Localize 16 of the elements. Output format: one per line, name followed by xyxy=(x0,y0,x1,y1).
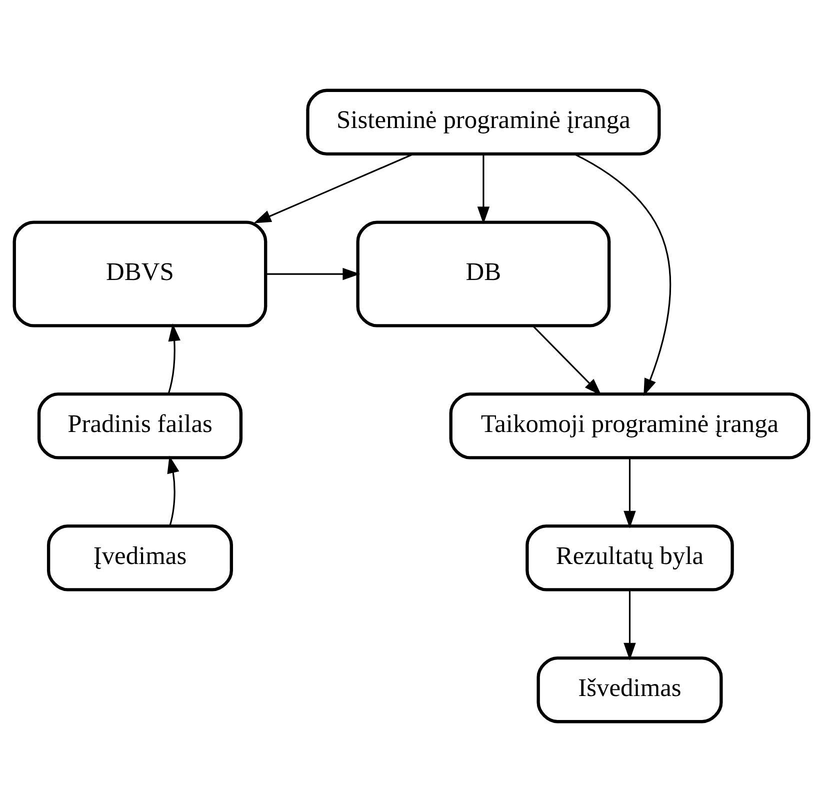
node-box: Rezultatų byla xyxy=(526,524,734,592)
arrow xyxy=(254,153,414,224)
node-box: Pradinis failas xyxy=(37,392,243,460)
node-box: DBVS xyxy=(12,220,268,328)
arrow xyxy=(624,590,636,660)
node-box: Sisteminė programinė įranga xyxy=(306,88,661,156)
arrow xyxy=(167,456,180,526)
node-box: DB xyxy=(356,220,611,328)
arrow xyxy=(168,324,180,394)
arrow xyxy=(624,458,636,528)
arrow xyxy=(477,154,490,224)
node-box: Įvedimas xyxy=(46,524,233,592)
arrow xyxy=(266,268,360,280)
arrow xyxy=(574,153,672,396)
node-box: Taikomoji programinė įranga xyxy=(449,392,810,460)
node-box: Išvedimas xyxy=(536,656,723,724)
